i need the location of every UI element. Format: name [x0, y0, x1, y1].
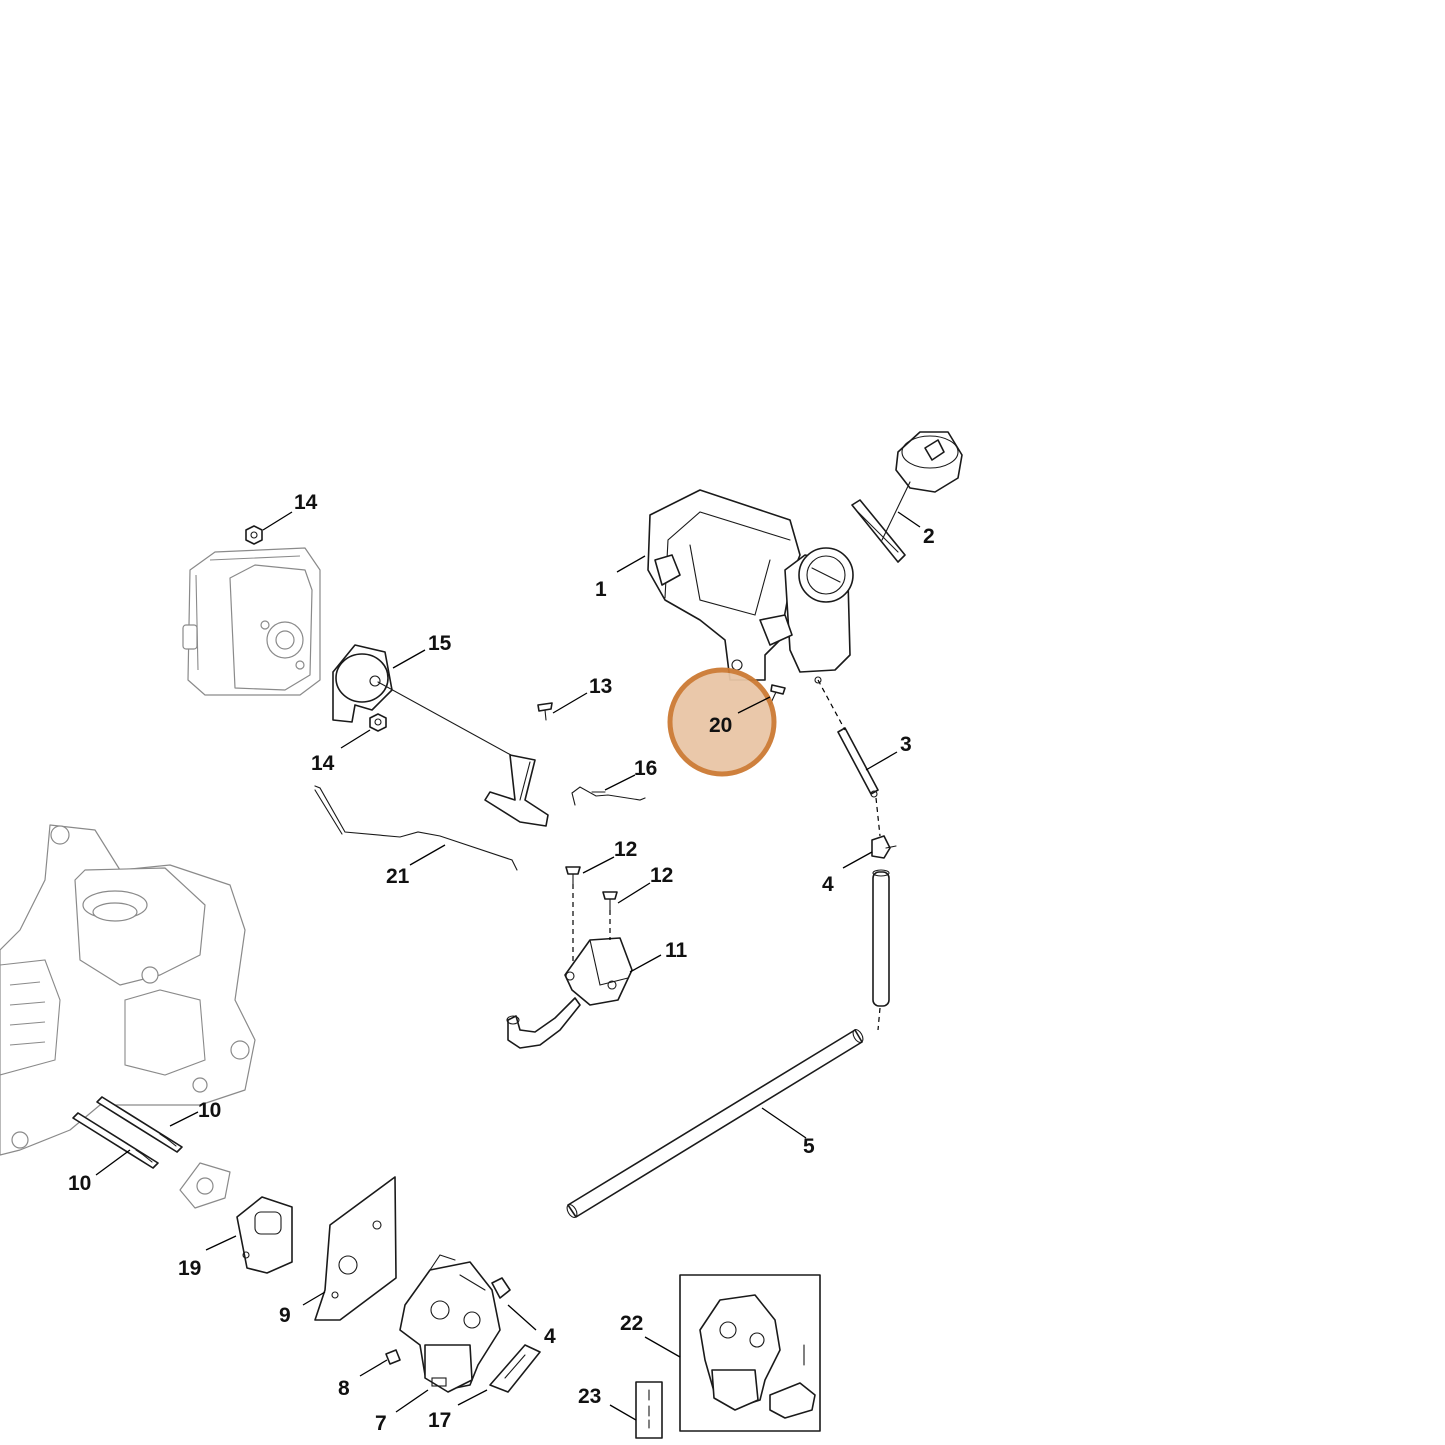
spring — [571, 786, 646, 806]
callout-8[interactable]: 8 — [338, 1377, 350, 1400]
insulator — [236, 1196, 293, 1274]
callout-22[interactable]: 22 — [620, 1312, 643, 1335]
leader-20 — [737, 696, 771, 714]
screw-20 — [769, 684, 786, 706]
callout-12-upper[interactable]: 12 — [614, 838, 637, 861]
callout-2[interactable]: 2 — [923, 525, 935, 548]
fuel-tank — [647, 489, 854, 684]
heat-shield — [314, 1176, 397, 1321]
assembly-line-tank — [817, 679, 846, 731]
screw-13 — [537, 702, 553, 721]
callout-7[interactable]: 7 — [375, 1412, 387, 1435]
hose-clamp — [871, 835, 897, 859]
fuel-hose-upper — [872, 869, 890, 1007]
nut-top — [245, 525, 263, 545]
fuel-cap — [851, 431, 963, 563]
callout-10-upper[interactable]: 10 — [198, 1099, 221, 1122]
linkage-rod — [314, 785, 518, 871]
screw-kit — [635, 1381, 663, 1439]
carburetor-kit — [679, 1274, 821, 1432]
screw-12b — [602, 891, 618, 911]
leader-lines — [95, 511, 921, 1421]
callout-labels: 1 2 3 4 4 5 7 8 9 10 10 11 12 12 13 14 1… — [68, 491, 935, 1435]
callout-3[interactable]: 3 — [900, 733, 912, 756]
callout-13[interactable]: 13 — [589, 675, 612, 698]
callout-14-lower[interactable]: 14 — [311, 752, 335, 775]
assembly-line-filter — [875, 797, 881, 837]
callout-15[interactable]: 15 — [428, 632, 452, 655]
callout-14-top[interactable]: 14 — [294, 491, 318, 514]
fuel-strainer — [837, 727, 879, 798]
callout-17[interactable]: 17 — [428, 1409, 451, 1432]
callout-10-lower[interactable]: 10 — [68, 1172, 91, 1195]
engine-block — [0, 824, 256, 1156]
fuel-hose — [566, 1029, 864, 1218]
callout-1[interactable]: 1 — [595, 578, 607, 601]
callout-4-clamp[interactable]: 4 — [822, 873, 834, 896]
highlight-ring — [667, 667, 777, 777]
screw-8 — [385, 1349, 401, 1365]
assembly-line-hose — [877, 1007, 881, 1031]
gasket-small — [179, 1162, 231, 1209]
callout-12-lower[interactable]: 12 — [650, 864, 673, 887]
callout-11[interactable]: 11 — [665, 939, 688, 962]
callout-23[interactable]: 23 — [578, 1385, 601, 1408]
callout-21[interactable]: 21 — [386, 865, 410, 888]
callout-4-clip[interactable]: 4 — [544, 1325, 556, 1348]
fuel-pump-bracket — [506, 937, 633, 1049]
callout-5[interactable]: 5 — [803, 1135, 815, 1158]
clip-lower — [491, 1277, 511, 1299]
throttle-control — [332, 644, 549, 827]
gasket — [489, 1344, 541, 1393]
stud-lower — [72, 1112, 159, 1169]
callout-19[interactable]: 19 — [178, 1257, 201, 1280]
carburetor — [399, 1254, 501, 1393]
muffler — [182, 547, 321, 696]
stud-upper — [96, 1096, 183, 1153]
callout-20[interactable]: 20 — [709, 714, 732, 737]
screw-12a — [565, 866, 581, 885]
callout-16[interactable]: 16 — [634, 757, 657, 780]
callout-9[interactable]: 9 — [279, 1304, 291, 1327]
